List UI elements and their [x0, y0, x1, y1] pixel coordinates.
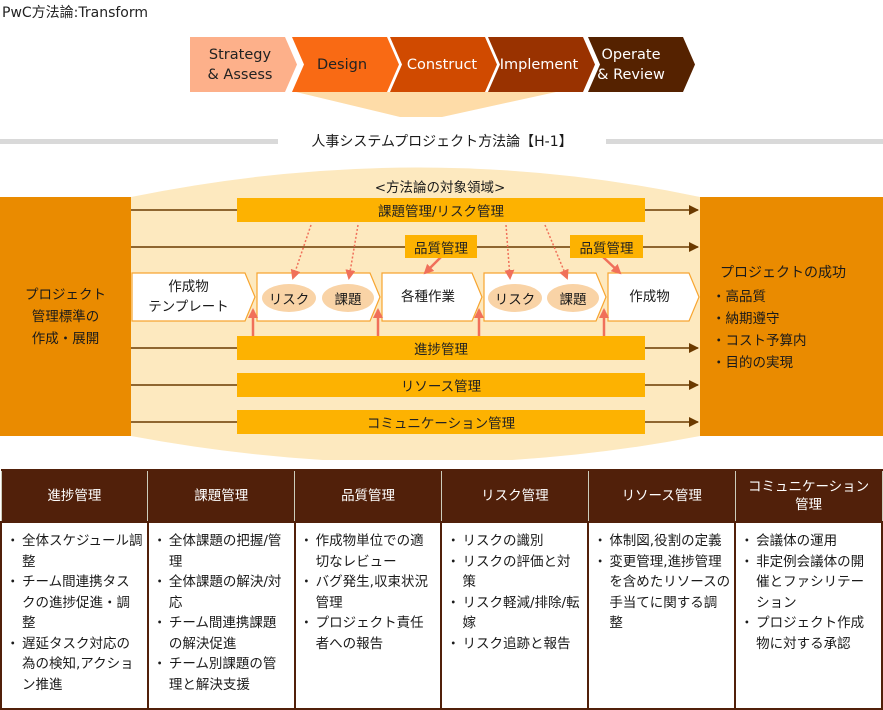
- column-cell: 体制図,役割の定義変更管理,進捗管理を含めたリソースの手当てに関する調整: [587, 521, 737, 710]
- quality-management-label: 品質管理: [570, 235, 643, 258]
- task-item: リスク追跡と報告: [446, 634, 583, 655]
- task-item: 全体課題の把握/管理: [153, 531, 290, 572]
- phase-design: Design: [316, 56, 368, 73]
- table-row: 全体スケジュール調整チーム間連携タスクの進捗促進・調整遅延タスク対応の為の検知,…: [0, 521, 883, 710]
- success-item: ・高品質: [712, 289, 766, 305]
- project-standard-label: プロジェクト 管理標準の 作成・展開: [25, 286, 106, 347]
- task-item: リスク軽減/排除/転嫁: [446, 593, 583, 634]
- phase-funnel: [296, 92, 556, 117]
- column-header: 品質管理: [294, 469, 442, 523]
- phase-construct: Construct: [406, 56, 478, 73]
- success-item: ・目的の実現: [712, 355, 793, 371]
- step-deliverable: 作成物: [629, 289, 670, 305]
- task-item: 会議体の運用: [740, 531, 877, 552]
- divider-right: [606, 139, 883, 144]
- risk-oval: リスク: [262, 284, 316, 312]
- task-item: 全体スケジュール調整: [6, 531, 143, 572]
- task-item: 全体課題の解決/対応: [153, 572, 290, 613]
- progress-up-arrows: [248, 308, 609, 336]
- risk-issue-dotted-arrows: [290, 224, 569, 280]
- divider-left: [0, 139, 278, 144]
- phase-strategy-assess: Strategy & Assess: [207, 46, 273, 83]
- task-item: プロジェクト責任者への報告: [300, 613, 437, 654]
- column-header: リスク管理: [440, 469, 589, 523]
- phase-chevrons: Strategy & Assess Design Construct Imple…: [190, 37, 695, 92]
- task-item: リスクの識別: [446, 531, 583, 552]
- task-list: 作成物単位での適切なレビューバグ発生,収束状況管理プロジェクト責任者への報告: [300, 531, 437, 654]
- task-list: 全体スケジュール調整チーム間連携タスクの進捗促進・調整遅延タスク対応の為の検知,…: [6, 531, 143, 696]
- quality-arrows: [423, 256, 622, 275]
- task-list: 全体課題の把握/管理全体課題の解決/対応チーム間連携課題の解決促進チーム別課題の…: [153, 531, 290, 695]
- task-item: チーム間連携課題の解決促進: [153, 613, 290, 654]
- task-list: 会議体の運用非定例会議体の開催とファシリテーションプロジェクト作成物に対する承認: [740, 531, 877, 654]
- task-list: 体制図,役割の定義変更管理,進捗管理を含めたリソースの手当てに関する調整: [593, 531, 730, 634]
- resource-management-bar: リソース管理: [237, 373, 645, 397]
- step-various-tasks: 各種作業: [401, 289, 455, 305]
- task-item: 変更管理,進捗管理を含めたリソースの手当てに関する調整: [593, 552, 730, 634]
- column-cell: 作成物単位での適切なレビューバグ発生,収束状況管理プロジェクト責任者への報告: [293, 521, 443, 710]
- success-item: ・コスト予算内: [712, 333, 807, 349]
- scope-label: <方法論の対象領域>: [374, 180, 506, 196]
- issue-risk-management-bar: 課題管理/リスク管理: [237, 198, 645, 222]
- phase-chevron: [390, 37, 497, 92]
- task-list: リスクの識別リスクの評価と対策リスク軽減/排除/転嫁リスク追跡と報告: [446, 531, 583, 655]
- success-item: ・納期遵守: [712, 311, 780, 327]
- issue-oval: 課題: [322, 284, 374, 312]
- project-success-title: プロジェクトの成功: [720, 265, 846, 281]
- column-header: コミュニケーション 管理: [734, 469, 883, 523]
- column-cell: 全体課題の把握/管理全体課題の解決/対応チーム間連携課題の解決促進チーム別課題の…: [146, 521, 296, 710]
- task-item: バグ発生,収束状況管理: [300, 572, 437, 613]
- page-title: PwC方法論:Transform: [2, 5, 149, 21]
- issue-oval: 課題: [547, 284, 599, 312]
- column-cell: リスクの識別リスクの評価と対策リスク軽減/排除/転嫁リスク追跡と報告: [440, 521, 590, 710]
- task-item: リスクの評価と対策: [446, 552, 583, 593]
- communication-management-bar: コミュニケーション管理: [237, 410, 645, 434]
- section-title: 人事システムプロジェクト方法論【H-1】: [311, 134, 573, 150]
- task-item: プロジェクト作成物に対する承認: [740, 613, 877, 654]
- quality-management-label: 品質管理: [405, 235, 477, 258]
- column-header: 進捗管理: [0, 469, 149, 523]
- phase-operate-review: Operate & Review: [597, 46, 665, 83]
- phase-chevron: [190, 37, 297, 92]
- task-item: 体制図,役割の定義: [593, 531, 730, 552]
- task-item: 作成物単位での適切なレビュー: [300, 531, 437, 572]
- project-success-box: プロジェクトの成功 ・高品質 ・納期遵守 ・コスト予算内 ・目的の実現: [700, 197, 883, 436]
- phase-implement: Implement: [499, 56, 579, 73]
- step-deliverable-template: 作成物 テンプレート: [148, 279, 229, 315]
- column-cell: 会議体の運用非定例会議体の開催とファシリテーションプロジェクト作成物に対する承認: [734, 521, 883, 710]
- column-header: リソース管理: [587, 469, 736, 523]
- phase-chevron: [292, 37, 399, 92]
- column-cell: 全体スケジュール調整チーム間連携タスクの進捗促進・調整遅延タスク対応の為の検知,…: [0, 521, 149, 710]
- methodology-diagram: <方法論の対象領域> プロジェクト 管理標準の 作成・展開 プロジェクトの成功 …: [0, 160, 883, 460]
- phase-chevron: [488, 37, 595, 92]
- task-item: チーム間連携タスクの進捗促進・調整: [6, 572, 143, 634]
- column-header: 課題管理: [147, 469, 296, 523]
- task-item: 遅延タスク対応の為の検知,アクション推進: [6, 634, 143, 696]
- progress-management-bar: 進捗管理: [237, 336, 645, 360]
- project-standard-box: プロジェクト 管理標準の 作成・展開: [0, 197, 131, 436]
- table-header-row: 進捗管理課題管理品質管理リスク管理リソース管理コミュニケーション 管理: [0, 469, 883, 523]
- task-item: 非定例会議体の開催とファシリテーション: [740, 552, 877, 614]
- risk-oval: リスク: [488, 284, 542, 312]
- phase-chevron-shapes: [190, 37, 695, 92]
- funnel-shape: [296, 92, 556, 117]
- task-item: チーム別課題の管理と解決支援: [153, 654, 290, 695]
- phase-chevron: [588, 37, 695, 92]
